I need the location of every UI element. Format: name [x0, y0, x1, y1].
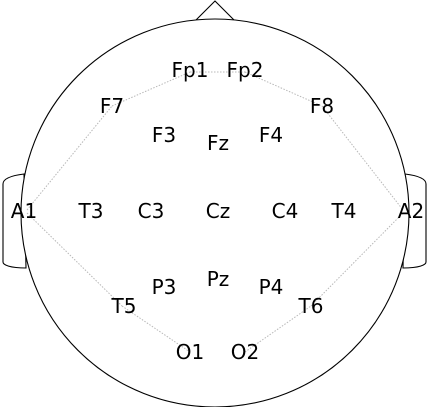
electrode-fp1: Fp1: [172, 58, 209, 82]
link-a1-t5: [26, 212, 123, 307]
electrode-t3: T3: [78, 199, 104, 223]
link-a1-f7: [26, 105, 113, 211]
link-t6-a2: [310, 212, 404, 307]
electrode-a1: A1: [11, 199, 37, 223]
connection-lines: [26, 71, 404, 353]
electrode-p3: P3: [152, 275, 177, 299]
electrode-f3: F3: [152, 123, 176, 147]
nose: [195, 0, 235, 21]
electrode-t6: T6: [298, 294, 324, 318]
left-ear: [2, 173, 27, 269]
electrode-fz: Fz: [207, 131, 229, 155]
electrode-c4: C4: [272, 199, 299, 223]
link-f8-a2: [321, 105, 404, 211]
electrode-o2: O2: [231, 340, 259, 364]
electrode-f8: F8: [310, 94, 334, 118]
electrode-labels: Fp1 Fp2 F7 F8 F3 Fz F4 A1 T3 C3 Cz C4 T4…: [11, 58, 424, 364]
electrode-cz: Cz: [206, 199, 230, 223]
electrode-a2: A2: [398, 199, 424, 223]
electrode-f4: F4: [259, 123, 283, 147]
link-o2-t6: [244, 305, 312, 353]
electrode-t4: T4: [331, 199, 357, 223]
electrode-fp2: Fp2: [227, 58, 264, 82]
electrode-c3: C3: [138, 199, 165, 223]
electrode-t5: T5: [111, 294, 137, 318]
link-f7-fp1: [111, 71, 191, 107]
link-fp2-f8: [244, 71, 323, 107]
electrode-p4: P4: [259, 275, 284, 299]
electrode-o1: O1: [176, 340, 204, 364]
electrode-pz: Pz: [207, 267, 230, 291]
electrode-f7: F7: [100, 94, 124, 118]
head-outline: [20, 18, 410, 407]
